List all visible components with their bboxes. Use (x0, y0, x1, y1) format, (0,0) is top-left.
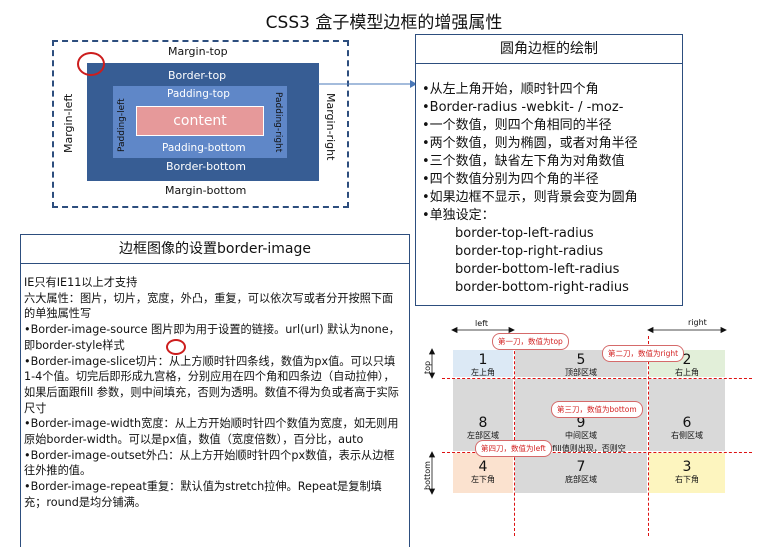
border-image-panel: 边框图像的设置border-image IE只有IE11以上才支持 六大属性：图… (20, 234, 410, 547)
slice-cell-name: 左部区域 (467, 431, 499, 440)
rounded-line: •两个数值，则为椭圆，或者对角半径 (422, 136, 638, 151)
padding-right-label: Padding-right (273, 92, 283, 153)
slice-cell-number: 8 (478, 415, 488, 431)
slice-cell-number: 4 (478, 459, 488, 475)
rounded-line: •三个数值，缺省左下角为对角数值 (422, 154, 625, 169)
margin-area (52, 40, 349, 208)
rounded-line: •四个数值分别为四个角的半径 (422, 172, 599, 187)
callout-top: 第一刀，数值为top (492, 333, 569, 350)
rounded-panel-lines: •从左上角开始，顺时针四个角 •Border-radius -webkit- /… (422, 81, 638, 297)
slice-cell-name: 中间区域 (565, 431, 597, 440)
slice-cell-number: 9 (576, 415, 586, 431)
connector-arrow (318, 80, 417, 88)
padding-top-label: Padding-top (167, 88, 230, 100)
border-image-panel-title: 边框图像的设置border-image (21, 235, 409, 264)
left-dimension-label: left (475, 319, 488, 328)
border-image-paragraph: IE只有IE11以上才支持 (24, 276, 138, 289)
radius-sub-line: border-top-left-radius (455, 226, 594, 241)
slice-line-bottom (442, 452, 752, 453)
border-image-paragraph: •Border-image-slice切片：从上方顺时针四条线，数值为px值。可… (24, 354, 399, 415)
slice-cell-name: 底部区域 (565, 475, 597, 484)
callout-right: 第二刀，数值为right (602, 345, 685, 362)
slice-cell-number: 6 (682, 415, 692, 431)
rounded-line: •一个数值，则四个角相同的半径 (422, 118, 612, 133)
border-image-text: IE只有IE11以上才支持 六大属性：图片，切片，宽度，外凸，重复，可以依次写或… (24, 275, 404, 511)
rounded-line: •如果边框不显示，则背景会变为圆角 (422, 190, 638, 205)
margin-bottom-label: Margin-bottom (165, 184, 247, 197)
slice-cell-number: 5 (576, 352, 586, 368)
margin-top-label: Margin-top (168, 45, 228, 58)
slice-cell-number: 3 (682, 459, 692, 475)
style-highlight-circle (166, 339, 186, 355)
callout-bottom: 第三刀，数值为bottom (551, 401, 643, 418)
dimension-lines (428, 326, 727, 495)
bottom-dimension-label: bottom (423, 461, 432, 490)
slice-cell-name: 右下角 (675, 475, 699, 484)
slice-cell-name: 左下角 (471, 475, 495, 484)
radius-sub-line: border-top-right-radius (455, 244, 604, 259)
content-area: content (136, 106, 264, 136)
border-image-paragraph: •Border-image-width宽度：从上方开始顺时针四个数值为宽度，如无… (24, 417, 399, 447)
slice-cell-number: 1 (478, 352, 488, 368)
padding-bottom-label: Padding-bottom (162, 142, 246, 154)
slice-cell-name: 左上角 (471, 368, 495, 377)
rounded-line: •Border-radius -webkit- / -moz- (422, 99, 638, 117)
border-image-paragraph: •Border-image-outset外凸：从上方开始顺时针四个px数值，表示… (24, 448, 395, 478)
callout-left: 第四刀，数值为left (475, 440, 552, 457)
border-bottom-label: Border-bottom (166, 160, 246, 173)
border-image-paragraph: •Border-image-source 图片即为用于设置的链接。url(url… (24, 323, 400, 352)
rounded-panel-title: 圆角边框的绘制 (416, 35, 682, 64)
margin-right-label: Margin-right (324, 93, 337, 161)
border-top-label: Border-top (168, 69, 227, 82)
middle-fill-note: 指定fill值则出现，否则空 (536, 444, 626, 453)
slice-cell-name: 右侧区域 (671, 431, 703, 440)
corner-highlight-circle (77, 52, 105, 76)
radius-sub-line: border-bottom-left-radius (455, 262, 620, 277)
slice-cell-name: 顶部区域 (565, 368, 597, 377)
margin-left-label: Margin-left (62, 93, 75, 153)
top-dimension-label: top (423, 360, 432, 374)
slice-cell-number: 7 (576, 459, 586, 475)
border-image-paragraph: 六大属性：图片，切片，宽度，外凸，重复，可以依次写或者分开按照下面的单独属性写 (24, 291, 394, 321)
right-dimension-label: right (688, 318, 707, 327)
radius-sub-line: border-bottom-right-radius (455, 280, 629, 295)
rounded-line: •单独设定： (422, 208, 495, 223)
border-image-paragraph: •Border-image-repeat重复：默认值为stretch拉伸。Rep… (24, 480, 382, 509)
slice-line-top (442, 378, 752, 379)
slice-line-left (514, 336, 515, 536)
rounded-line: •从左上角开始，顺时针四个角 (422, 82, 599, 97)
slice-cell-number: 2 (682, 352, 692, 368)
slice-cell-name: 右上角 (675, 368, 699, 377)
rounded-line-text: •Border-radius -webkit- / -moz- (422, 100, 624, 115)
slice-line-right (648, 336, 649, 536)
padding-left-label: Padding-left (117, 98, 127, 152)
rounded-corner-panel: 圆角边框的绘制 •从左上角开始，顺时针四个角 •Border-radius -w… (415, 34, 683, 306)
page-title: CSS3 盒子模型边框的增强属性 (265, 13, 503, 33)
